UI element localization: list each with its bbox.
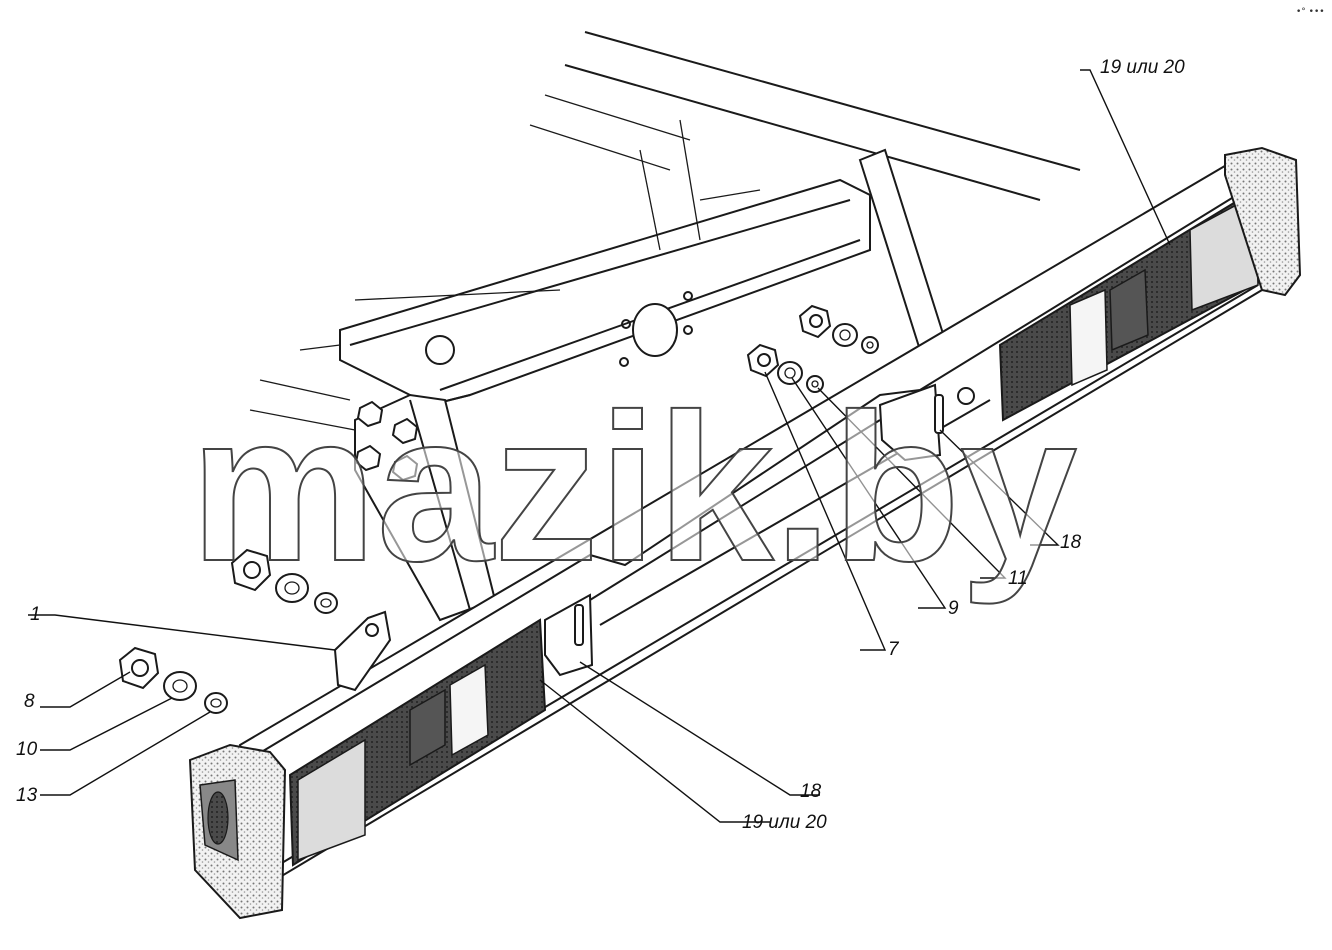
fastener-set-center [746, 343, 824, 393]
bracket-bolt-nuts [354, 400, 419, 482]
fastener-set-left-lower [118, 646, 228, 714]
callout-labels: 1 8 10 13 7 9 11 18 18 19 или 20 19 или … [16, 57, 1185, 833]
lamp-lens [409, 688, 446, 767]
callout-13: 13 [16, 785, 38, 806]
center-bracket-right [878, 383, 942, 462]
right-end-cap [1224, 146, 1302, 297]
callout-7: 7 [888, 639, 900, 660]
right-bumper-bracket [858, 148, 947, 352]
lamp-lens [297, 738, 366, 862]
fastener-set-upper [798, 304, 879, 354]
cross-member-hole [632, 303, 678, 357]
callout-8: 8 [24, 691, 35, 712]
callout-9: 9 [948, 598, 959, 619]
lamp-lens [449, 663, 489, 757]
callout-19-or-20-bottom: 19 или 20 [742, 812, 827, 833]
callout-18-bottom: 18 [800, 781, 822, 802]
part-1-bracket [333, 610, 392, 692]
lamp-strip-left [288, 618, 547, 867]
washer-10 [163, 671, 197, 701]
corner-mark: •° ••• [1296, 7, 1325, 17]
lock-washer-11 [806, 375, 824, 393]
callout-11: 11 [1008, 568, 1028, 589]
callout-1: 1 [30, 604, 41, 625]
lamp-lens [1109, 268, 1149, 352]
left-end-cap [188, 743, 287, 920]
callout-10: 10 [16, 739, 38, 760]
callout-19-or-20-top: 19 или 20 [1100, 57, 1185, 78]
watermark-text: mazik.by [190, 370, 1077, 605]
lock-washer-13 [204, 692, 228, 714]
washer-9 [777, 361, 803, 385]
fastener-set-left-upper [230, 548, 338, 614]
callout-18-right: 18 [1060, 532, 1082, 553]
vehicle-frame [249, 31, 1081, 622]
leader-lines [28, 69, 1171, 823]
lamp-lens [1069, 288, 1108, 387]
